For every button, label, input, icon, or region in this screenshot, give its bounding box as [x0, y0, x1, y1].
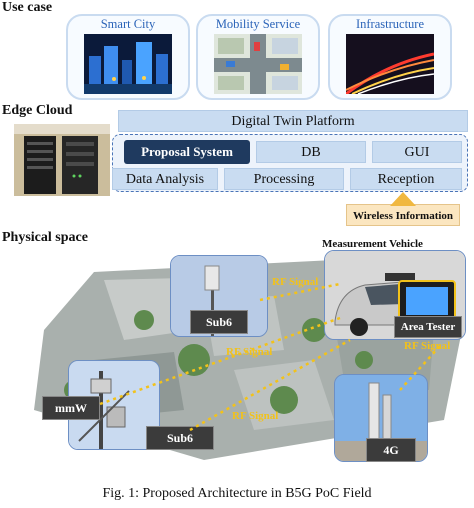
mmw-tag: mmW	[42, 396, 100, 420]
4g-tag: 4G	[366, 438, 416, 462]
proposal-system-box: Proposal System	[124, 140, 250, 164]
use-case-mobility-service: Mobility Service	[196, 14, 320, 100]
smart-city-image	[84, 34, 172, 94]
rf-signal-label-4: RF Signal	[232, 410, 279, 422]
infrastructure-image	[346, 34, 434, 94]
use-case-infrastructure: Infrastructure	[328, 14, 452, 100]
measurement-vehicle-label: Measurement Vehicle	[322, 238, 423, 250]
rf-signal-label-1: RF Signal	[272, 276, 319, 288]
processing-box: Processing	[224, 168, 344, 190]
db-box: DB	[256, 141, 366, 163]
rf-signal-label-3: RF Signal	[404, 340, 451, 352]
mobility-service-image	[214, 34, 302, 94]
rf-signal-label-2: RF Signal	[226, 346, 273, 358]
use-case-label: Mobility Service	[215, 17, 301, 31]
use-case-heading: Use case	[2, 0, 53, 15]
figure-caption: Fig. 1: Proposed Architecture in B5G PoC…	[102, 486, 372, 501]
sub6-tag-top: Sub6	[190, 310, 248, 334]
use-case-smart-city: Smart City	[66, 14, 190, 100]
area-tester-tag: Area Tester	[394, 316, 462, 338]
data-analysis-box: Data Analysis	[112, 168, 218, 190]
up-arrow-icon	[390, 192, 416, 206]
sub6-tag-bottom: Sub6	[146, 426, 214, 450]
use-case-label: Smart City	[100, 17, 156, 31]
wireless-information-label: Wireless Information	[346, 204, 460, 226]
reception-box: Reception	[350, 168, 462, 190]
gui-box: GUI	[372, 141, 462, 163]
digital-twin-platform-bar: Digital Twin Platform	[118, 110, 468, 132]
use-case-label: Infrastructure	[355, 17, 425, 31]
edge-cloud-heading: Edge Cloud	[2, 103, 73, 118]
server-rack-image	[14, 124, 110, 196]
physical-space-heading: Physical space	[2, 230, 88, 245]
